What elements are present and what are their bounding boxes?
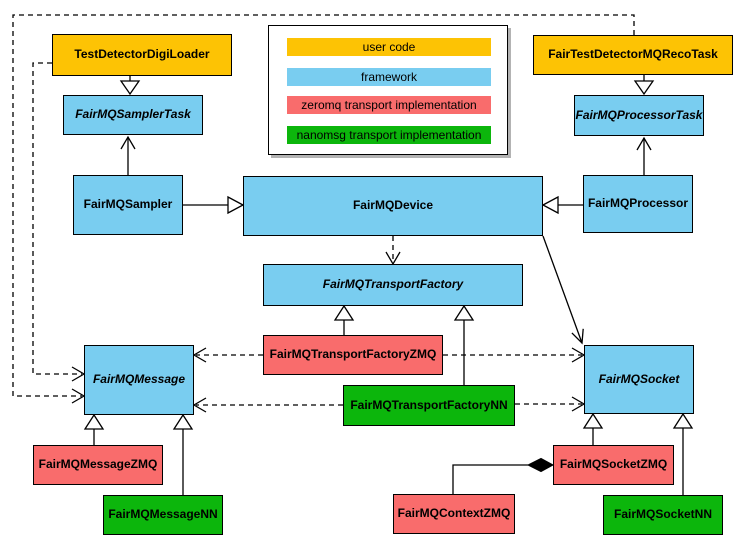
node-label: FairMQSocketZMQ xyxy=(559,457,668,472)
edge-socketzmq-socket xyxy=(582,412,604,445)
edge-device-socket xyxy=(542,235,584,345)
edge-processor-device xyxy=(541,195,583,215)
edge-socketzmq-contextzmq xyxy=(452,457,555,494)
edge-sampler-samplertask xyxy=(120,135,136,175)
node-fairmqmessagenn: FairMQMessageNN xyxy=(103,495,223,535)
node-fairmqcontextzmq: FairMQContextZMQ xyxy=(393,494,515,534)
edge-digiloader-samplertask xyxy=(119,76,141,96)
node-label: FairMQSocket xyxy=(598,371,680,386)
node-label: FairMQProcessorTask xyxy=(575,107,703,122)
edge-device-transportfactory xyxy=(385,236,401,266)
legend-item-user-code: user code xyxy=(287,38,491,56)
node-label: FairTestDetectorMQRecoTask xyxy=(548,47,718,62)
edge-messagenn-message xyxy=(172,413,194,495)
node-label: FairMQTransportFactory xyxy=(322,277,464,292)
node-fairmqsamplertask: FairMQSamplerTask xyxy=(63,95,203,135)
node-fairmqprocessor: FairMQProcessor xyxy=(583,175,693,233)
node-fairmqsampler: FairMQSampler xyxy=(73,175,183,235)
legend: user code framework zeromq transport imp… xyxy=(268,25,508,155)
edge-sampler-device xyxy=(183,195,245,215)
node-fairmqdevice: FairMQDevice xyxy=(243,176,543,236)
edge-factorynn-socket xyxy=(515,396,586,412)
node-label: FairMQSampler xyxy=(83,197,173,212)
legend-item-framework: framework xyxy=(287,68,491,86)
node-label: FairMQMessageNN xyxy=(108,507,218,522)
node-fairmqprocessortask: FairMQProcessorTask xyxy=(574,95,704,136)
edge-socketnn-socket xyxy=(672,412,694,495)
node-label: FairMQSamplerTask xyxy=(75,107,191,122)
edge-factoryzmq-factory xyxy=(333,304,355,335)
node-label: FairMQTransportFactoryZMQ xyxy=(269,347,437,362)
legend-label: user code xyxy=(362,40,416,54)
legend-item-nanomsg: nanomsg transport implementation xyxy=(287,126,491,144)
node-fairtestdetectormqrecotask: FairTestDetectorMQRecoTask xyxy=(533,35,733,75)
node-label: TestDetectorDigiLoader xyxy=(74,47,210,62)
legend-label: nanomsg transport implementation xyxy=(296,128,482,142)
node-label: FairMQContextZMQ xyxy=(397,506,511,521)
node-testdetectordigiloader: TestDetectorDigiLoader xyxy=(52,34,232,76)
edge-messagezmq-message xyxy=(83,413,105,445)
node-label: FairMQMessage xyxy=(92,372,186,387)
node-fairmqmessage: FairMQMessage xyxy=(84,345,194,415)
edge-processor-processortask xyxy=(636,136,652,175)
node-fairmqsocket: FairMQSocket xyxy=(584,345,694,414)
node-label: FairMQTransportFactoryNN xyxy=(350,397,508,412)
legend-item-zeromq: zeromq transport implementation xyxy=(287,96,491,114)
edge-recotask-processortask xyxy=(633,75,655,96)
legend-label: zeromq transport implementation xyxy=(301,98,477,112)
node-label: FairMQProcessor xyxy=(587,196,689,211)
edge-factorynn-message xyxy=(192,397,343,413)
node-fairmqsocketnn: FairMQSocketNN xyxy=(603,495,723,535)
node-fairmqsocketzmq: FairMQSocketZMQ xyxy=(553,445,674,485)
node-fairmqtransportfactory: FairMQTransportFactory xyxy=(263,264,523,306)
node-fairmqtransportfactoryzmq: FairMQTransportFactoryZMQ xyxy=(263,335,443,375)
node-fairmqmessagezmq: FairMQMessageZMQ xyxy=(33,445,163,485)
node-label: FairMQMessageZMQ xyxy=(38,457,158,472)
legend-label: framework xyxy=(360,70,417,84)
node-label: FairMQDevice xyxy=(352,198,434,213)
edge-factorynn-factory xyxy=(453,304,475,385)
edge-factoryzmq-message xyxy=(192,347,263,363)
node-fairmqtransportfactorynn: FairMQTransportFactoryNN xyxy=(343,385,515,426)
node-label: FairMQSocketNN xyxy=(613,507,713,522)
